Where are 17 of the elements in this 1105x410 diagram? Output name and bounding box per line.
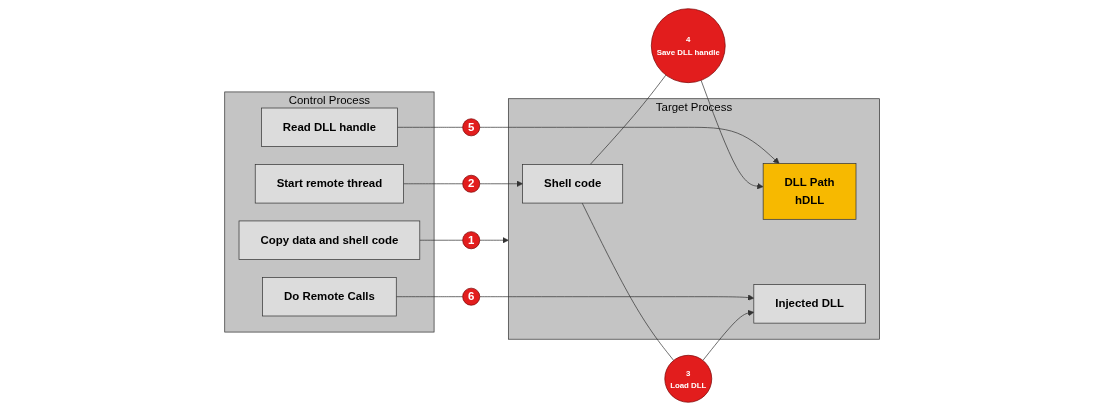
node-box: Injected DLL xyxy=(753,283,866,323)
node-box: Read DLL handle xyxy=(261,107,399,147)
connector xyxy=(397,126,464,128)
connector xyxy=(403,182,464,184)
node-box: Copy data and shell code xyxy=(239,220,421,260)
node-circle: 2 xyxy=(462,174,481,193)
node-circle: 5 xyxy=(462,117,481,136)
connector xyxy=(590,74,667,165)
connector xyxy=(396,295,464,297)
connector xyxy=(419,239,464,241)
node-box: Shell code xyxy=(522,163,624,203)
node-circle: 1 xyxy=(462,230,481,249)
node-circle: 6 xyxy=(462,287,481,306)
node-box: DLL Path hDLL xyxy=(763,162,857,220)
node-box: Start remote thread xyxy=(255,163,405,203)
node-box: Do Remote Calls xyxy=(262,276,397,316)
connector xyxy=(582,202,675,361)
